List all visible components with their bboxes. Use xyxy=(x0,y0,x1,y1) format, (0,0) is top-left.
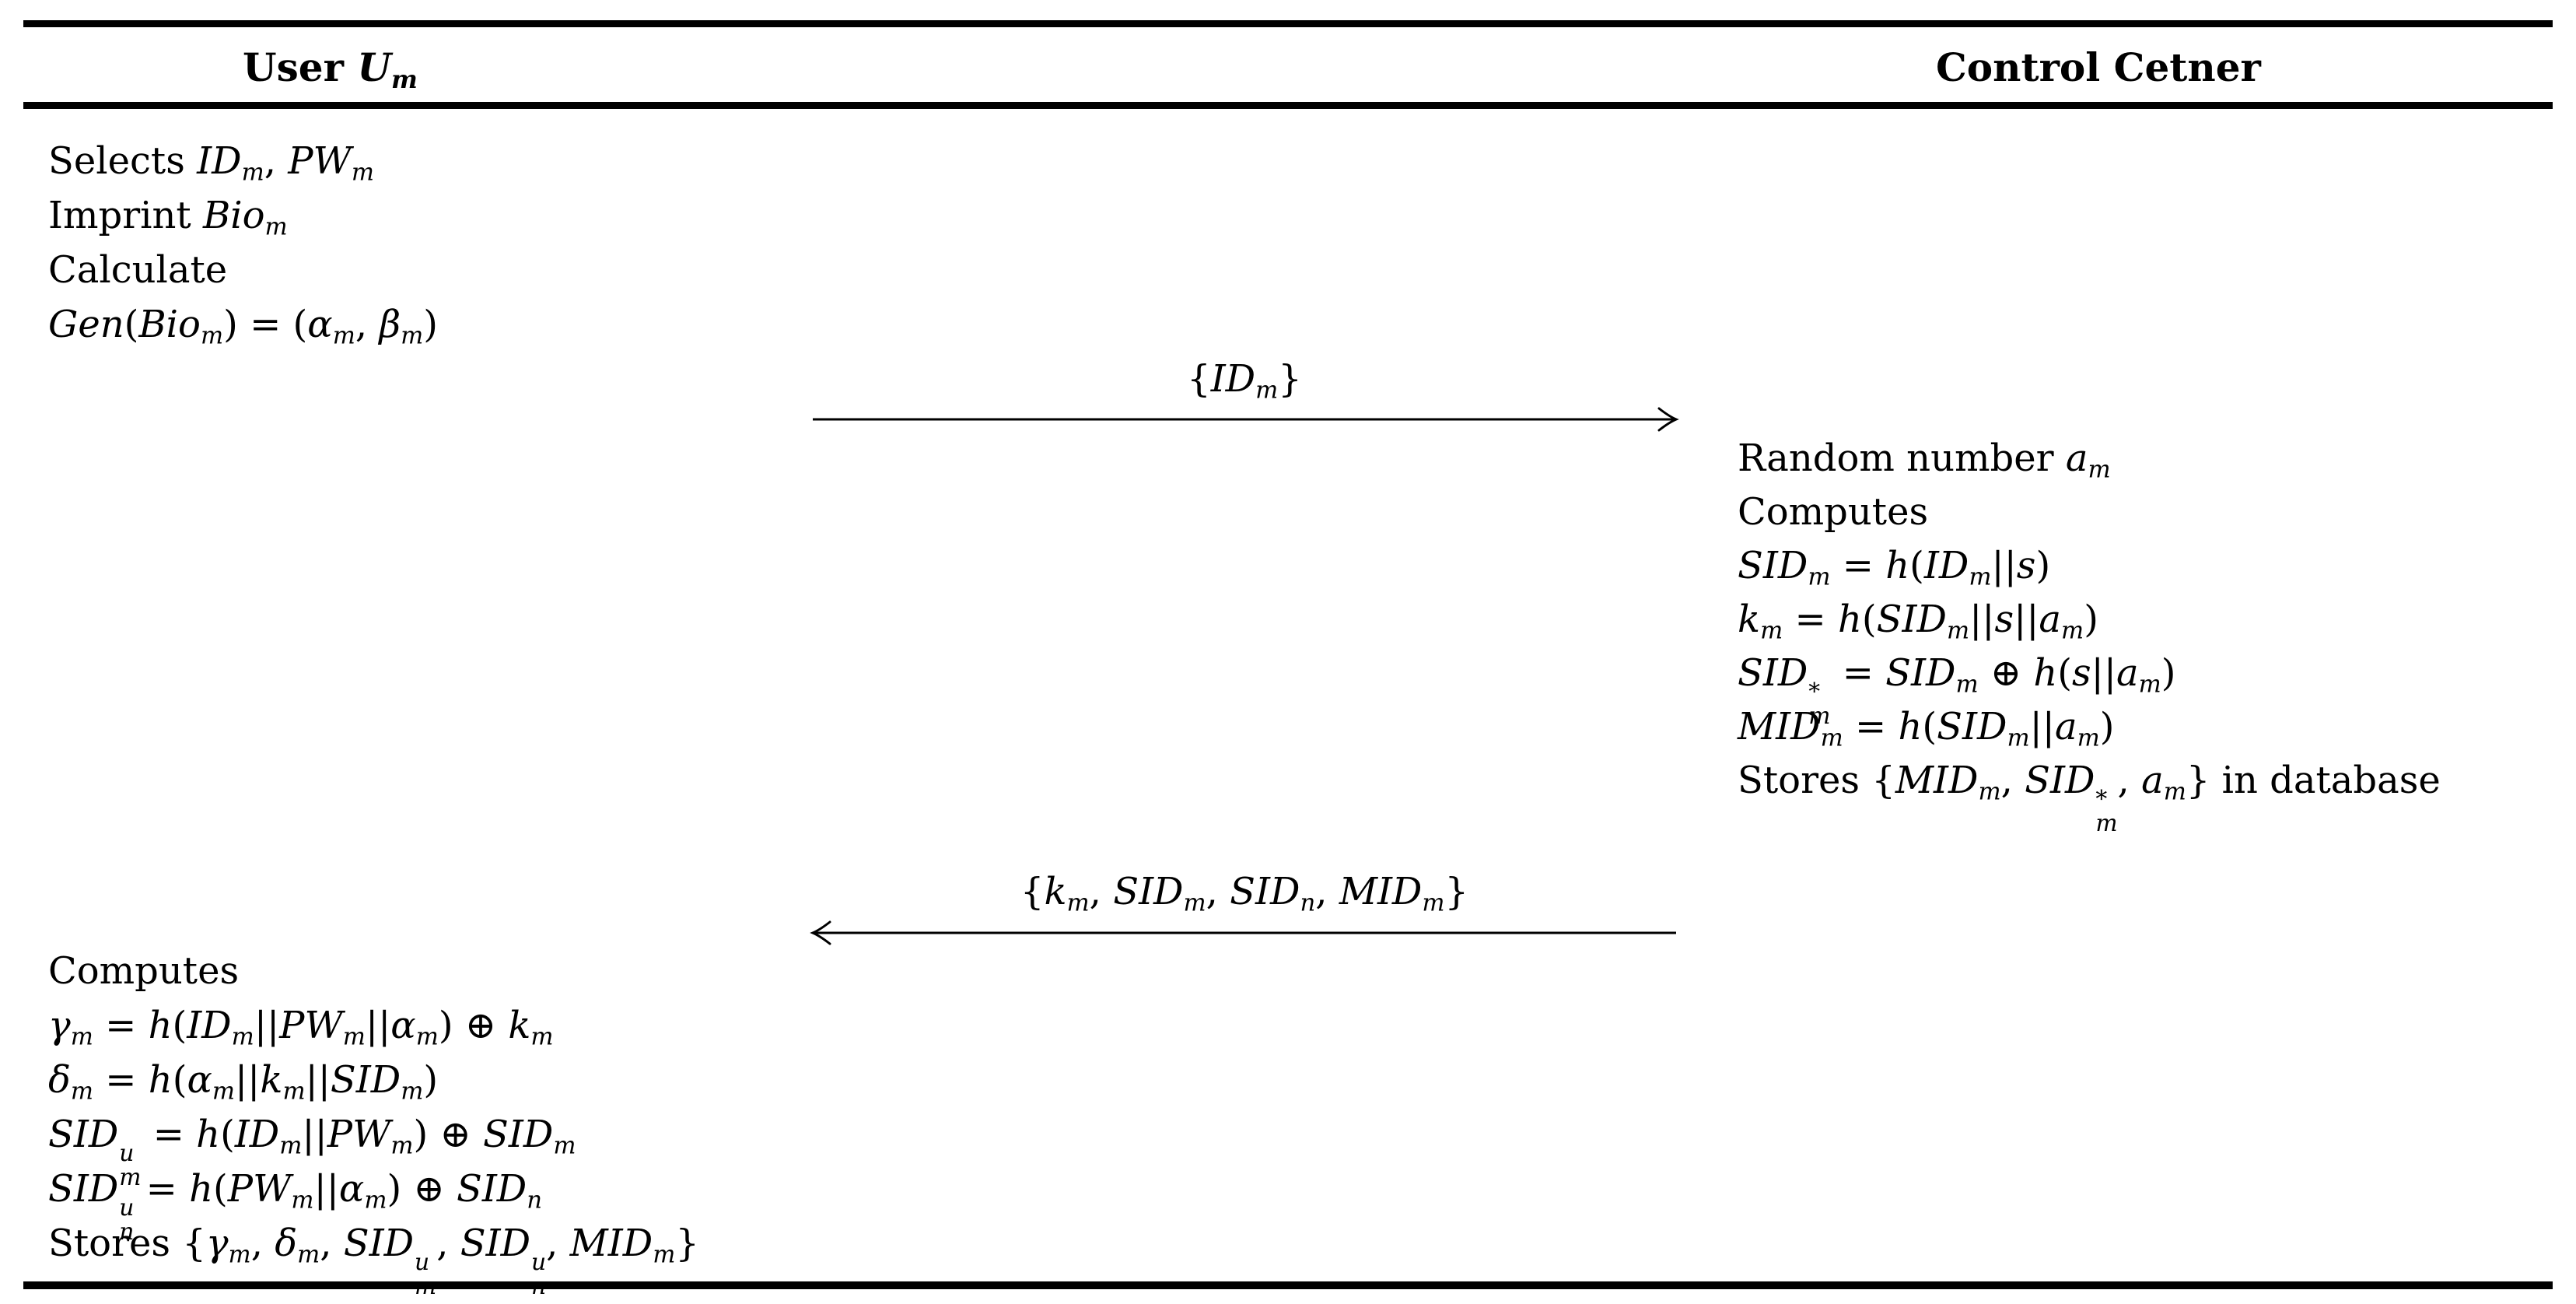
user-setup-line: Calculate xyxy=(48,248,228,292)
message-2-label: {km, SIDm, SIDn, MIDm} xyxy=(1020,870,1469,917)
column-header-user: User Um xyxy=(243,44,418,94)
message-1-label: {IDm} xyxy=(1187,357,1302,405)
user-setup-line: Imprint Biom xyxy=(48,194,288,241)
user-compute-line: γm = h(IDm||PWm||αm) ⊕ km xyxy=(48,1004,554,1051)
user-setup-line: Gen(Biom) = (αm, βm) xyxy=(48,303,438,350)
top-rule xyxy=(23,20,2553,27)
column-header-control-center: Control Cetner xyxy=(1936,44,2261,90)
user-compute-line: Computes xyxy=(48,949,240,993)
server-compute-line: SIDm = h(IDm||s) xyxy=(1738,544,2051,591)
user-compute-line: δm = h(αm||km||SIDm) xyxy=(48,1058,439,1106)
message-1-arrow-right xyxy=(813,407,1679,432)
server-compute-line: Computes xyxy=(1738,490,1929,534)
user-setup-block: Selects IDm, PWm Imprint Biom Calculate … xyxy=(48,134,438,352)
message-2-arrow-left xyxy=(810,920,1676,945)
bottom-rule xyxy=(23,1281,2553,1289)
server-compute-line: MIDm = h(SIDm||am) xyxy=(1738,705,2115,752)
server-compute-line: SID*m = SIDm ⊕ h(s||am) xyxy=(1738,651,2176,730)
server-compute-line: Random number am xyxy=(1738,436,2111,484)
user-setup-line: Selects IDm, PWm xyxy=(48,139,374,187)
user-compute-block: Computes γm = h(IDm||PWm||αm) ⊕ km δm = … xyxy=(48,944,699,1300)
server-compute-block: Random number am Computes SIDm = h(IDm||… xyxy=(1738,432,2441,837)
server-compute-line: km = h(SIDm||s||am) xyxy=(1738,598,2098,645)
header-rule xyxy=(23,102,2553,109)
server-compute-line: Stores {MIDm, SID*m, am} in database xyxy=(1738,759,2441,837)
